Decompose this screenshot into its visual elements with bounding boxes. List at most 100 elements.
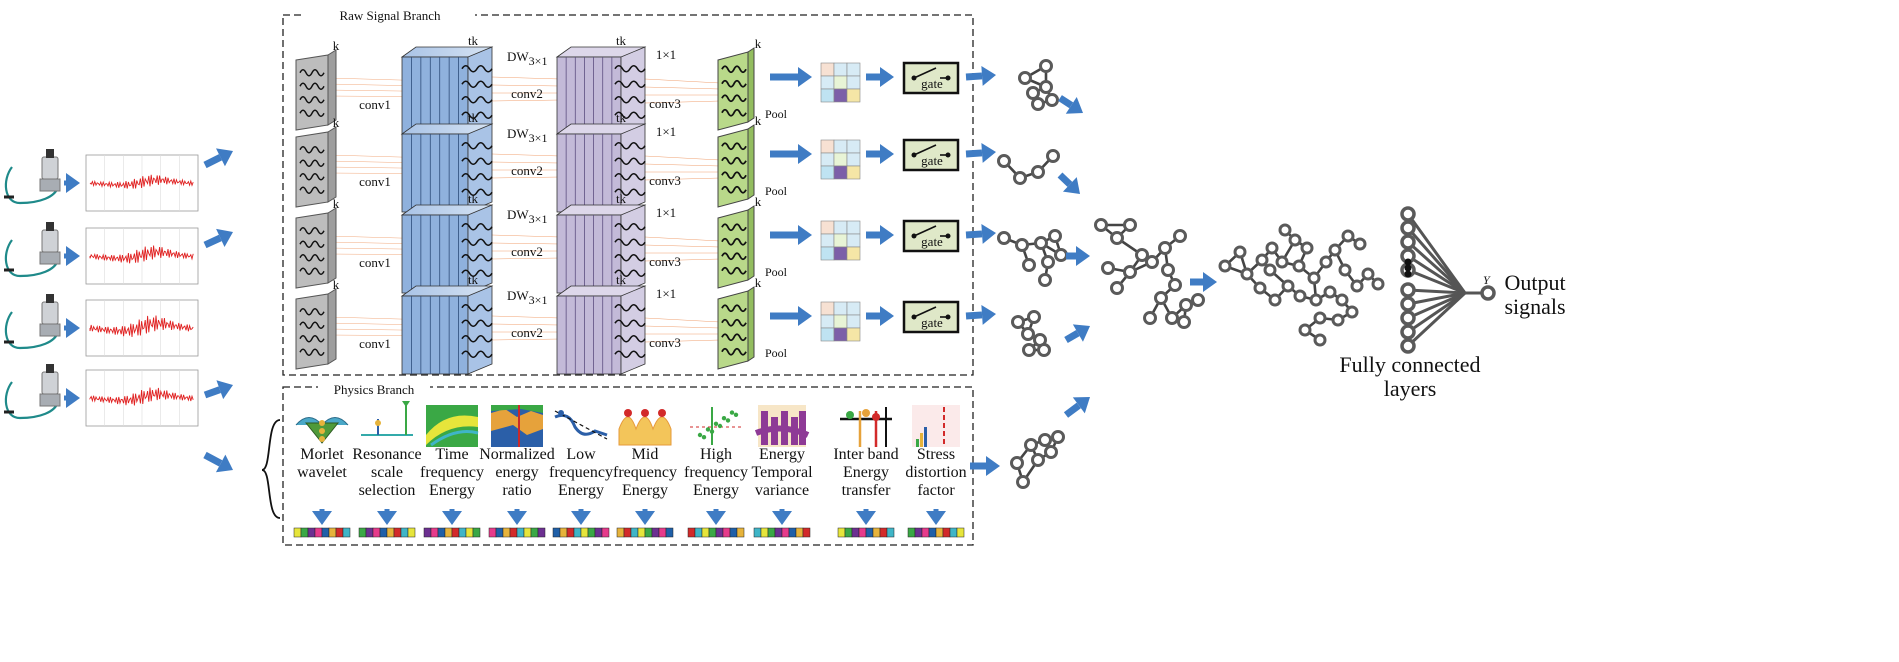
graph-node [1263, 263, 1277, 277]
feature-embedding-cell [537, 527, 546, 538]
kernel-squiggle [461, 80, 493, 89]
fc-edge [1406, 227, 1467, 294]
arrow-head [880, 67, 894, 87]
feature-embedding-cell [844, 527, 853, 538]
arrow-head [798, 306, 812, 326]
feature-embedding-cell [594, 527, 603, 538]
conv1-label: conv1 [359, 255, 391, 270]
kernel-squiggle [614, 319, 646, 328]
gate-switch-lever [913, 67, 937, 79]
conv-stack-front [556, 214, 622, 294]
arrow-head [377, 511, 397, 525]
icon-shape [558, 410, 564, 416]
raw-signal-plot-1 [85, 154, 199, 212]
icon-shape [319, 428, 325, 434]
raw-branch-title-bg [305, 6, 475, 24]
accelerometer-cap-icon [46, 222, 54, 231]
arrow-head [798, 225, 812, 245]
arrow-head [981, 304, 996, 325]
graph-node [1154, 291, 1168, 305]
graph-node [1048, 229, 1062, 243]
graph-node [1278, 223, 1292, 237]
feature-embedding-cell [386, 527, 395, 538]
sensor-4 [4, 364, 61, 420]
feature-embedding-cell [502, 527, 511, 538]
connection-line [491, 153, 561, 157]
graph-node [1335, 293, 1349, 307]
kernel-label: k [333, 38, 340, 53]
low-frequency-energy-icon [554, 410, 608, 440]
accelerometer-cap-icon [46, 294, 54, 303]
conv-stack-side [467, 204, 493, 294]
kernel-squiggle [721, 65, 747, 74]
feature-embedding-cell [729, 527, 738, 538]
tk-label: tk [616, 191, 627, 206]
pool-block [717, 128, 749, 208]
feature-down-arrow [312, 509, 332, 525]
graph-node [1145, 255, 1159, 269]
pool-block [717, 290, 749, 370]
kernel-squiggle [461, 238, 493, 247]
feature-embedding-cell [552, 527, 561, 538]
graph-row-3 [997, 229, 1068, 287]
one-by-one-label: 1×1 [656, 205, 676, 220]
graph-node [1328, 243, 1342, 257]
arrow-head [926, 511, 946, 525]
physics-feature-2 [358, 401, 416, 538]
feature-embedding-cell [372, 527, 381, 538]
physics-feature-label: Low [566, 446, 596, 463]
connection-line [644, 163, 721, 167]
physics-feature-label: Time [435, 446, 468, 463]
kernel-squiggle [461, 253, 493, 262]
icon-shape [402, 401, 410, 407]
arrow-head [66, 173, 80, 193]
kernel-label: k [333, 277, 340, 292]
icon-shape [491, 405, 543, 413]
physics-branch-title: Physics Branch [334, 382, 415, 397]
accelerometer-icon [41, 371, 59, 395]
arrow-head [1062, 177, 1080, 194]
feature-embedding-cell [523, 527, 532, 538]
kernel-squiggle [299, 335, 325, 343]
attention-matrix-cell [846, 152, 861, 167]
accelerometer-icon [41, 301, 59, 325]
physics-feature-label: transfer [842, 482, 892, 499]
graph-merge-arrow [1066, 246, 1090, 266]
icon-shape [924, 427, 927, 447]
physics-feature-label: frequency [684, 464, 748, 481]
graph-node [1018, 71, 1032, 85]
graph-node [1177, 315, 1191, 329]
morlet-wavelet-icon [295, 417, 349, 444]
accelerometer-cap-icon [46, 364, 54, 373]
gate-to-graph-arrow [965, 65, 996, 86]
feature-embedding-cell [767, 527, 776, 538]
feature-embedding-cell [753, 527, 762, 538]
connection-line [644, 177, 721, 181]
conv3-label: conv3 [649, 96, 681, 111]
kernel-squiggle [614, 350, 646, 359]
merged-to-large-arrow [1190, 272, 1217, 292]
physics-feature-4 [488, 405, 546, 538]
arrow-head [706, 511, 726, 525]
feature-embedding-cell [637, 527, 646, 538]
feature-embedding-cell [837, 527, 846, 538]
kernel-squiggle [721, 171, 747, 180]
feature-embedding-cell [444, 527, 453, 538]
arrow-head [635, 511, 655, 525]
graph-node [1293, 289, 1307, 303]
feature-embedding-cell [736, 527, 745, 538]
graph-node [1341, 229, 1355, 243]
graph-node [1022, 258, 1036, 272]
kernel-squiggle [461, 334, 493, 343]
attention-matrix-cell [833, 220, 848, 235]
physics-feature-label: Stress [917, 446, 955, 463]
pool-block-side [747, 286, 755, 362]
connection-line [491, 257, 561, 260]
kernel-squiggle [614, 80, 646, 89]
matrix-to-gate-arrow [866, 67, 894, 87]
fully-connected-network [1400, 206, 1496, 354]
graph-node [1015, 238, 1029, 252]
sensor-cable [4, 166, 60, 205]
feature-embedding-cell [935, 527, 944, 538]
icon-shape [697, 432, 703, 438]
